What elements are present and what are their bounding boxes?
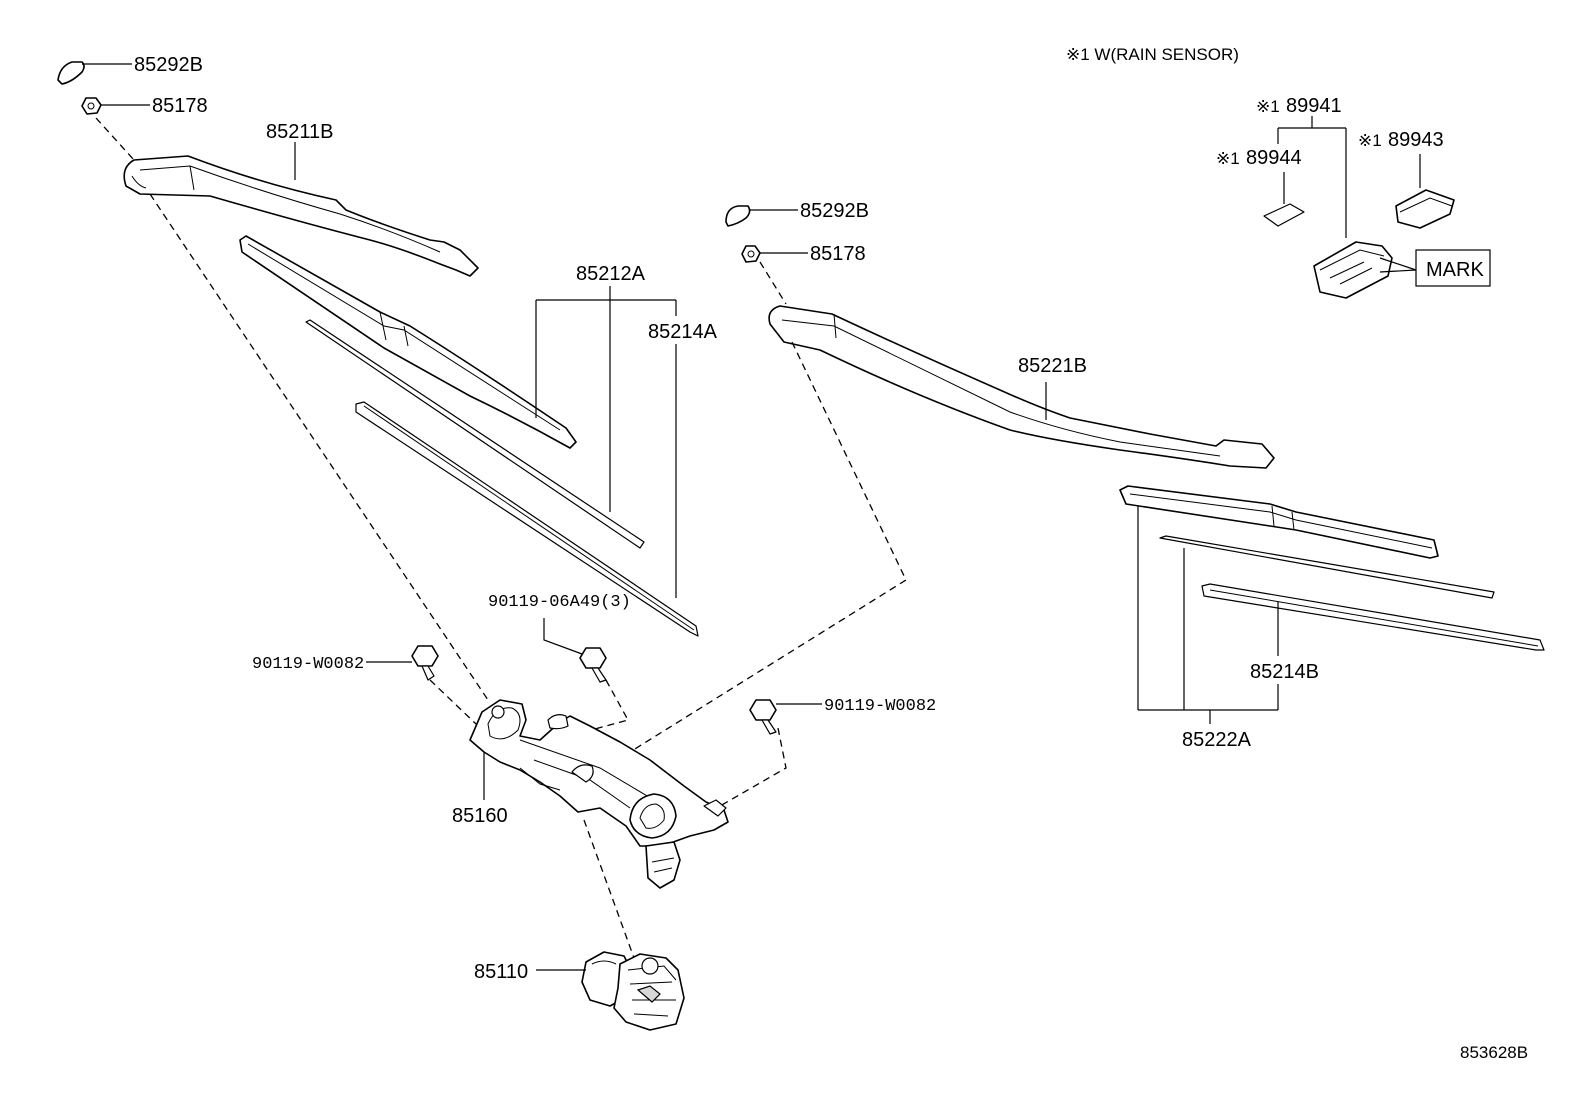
bolt-right-part: [749, 699, 822, 735]
dashed-guides: [95, 117, 907, 959]
wiper-motor-part: [536, 951, 685, 1031]
cap-right-part: [725, 205, 798, 227]
callout-85178-right: 85178: [810, 243, 866, 265]
mark-label: MARK: [1426, 259, 1484, 281]
callout-85214a: 85214A: [648, 321, 718, 343]
callout-85214b: 85214B: [1250, 661, 1319, 683]
leader-85222a-85214b: [1137, 506, 1279, 724]
sensor-cover-part: [1395, 154, 1455, 229]
diagram-id: 853628B: [1460, 1043, 1528, 1062]
rain-sensor-note: ※1 W(RAIN SENSOR): [1066, 45, 1239, 64]
callout-85292b-right: 85292B: [800, 200, 869, 222]
wiper-blade-right: [1119, 485, 1439, 559]
wiper-arm-right: [768, 305, 1275, 469]
prefix-89944: ※1: [1216, 149, 1240, 168]
cap-left-part: [57, 61, 132, 85]
rain-sensor-bracket: [1277, 116, 1347, 238]
wiper-rubber-left: [305, 319, 699, 637]
callout-85178-left: 85178: [152, 95, 208, 117]
callout-89943: 89943: [1388, 129, 1444, 151]
callout-85222a: 85222A: [1182, 729, 1252, 751]
wiper-linkage-part: [469, 699, 729, 889]
prefix-89943: ※1: [1358, 131, 1382, 150]
callout-90119-w0082-right: 90119-W0082: [824, 697, 936, 716]
nut-left-part: [81, 97, 150, 115]
bolt-left-part: [366, 645, 439, 681]
callout-89941: 89941: [1286, 95, 1342, 117]
wiper-blade-left: [239, 235, 577, 449]
prefix-89941: ※1: [1256, 97, 1280, 116]
sensor-pad-part: [1263, 172, 1305, 227]
callout-85110: 85110: [474, 961, 528, 983]
nut-right-part: [741, 245, 808, 263]
rain-sensor-part: [1313, 241, 1417, 299]
callout-89944: 89944: [1246, 147, 1302, 169]
bolt-small-part: [543, 618, 607, 683]
callout-90119-06a49: 90119-06A49(3): [488, 593, 631, 612]
callout-85212a: 85212A: [576, 263, 646, 285]
wiper-arm-left: [123, 142, 479, 277]
callout-85292b-left: 85292B: [134, 54, 203, 76]
wiper-rubber-right: [1159, 535, 1545, 651]
callout-90119-w0082-left: 90119-W0082: [252, 655, 364, 674]
callout-85211b: 85211B: [266, 121, 333, 143]
leader-85212a-85214a: [535, 286, 677, 598]
mark-box: [1415, 249, 1491, 287]
callout-85221b: 85221B: [1018, 355, 1087, 377]
callout-85160: 85160: [452, 805, 508, 827]
